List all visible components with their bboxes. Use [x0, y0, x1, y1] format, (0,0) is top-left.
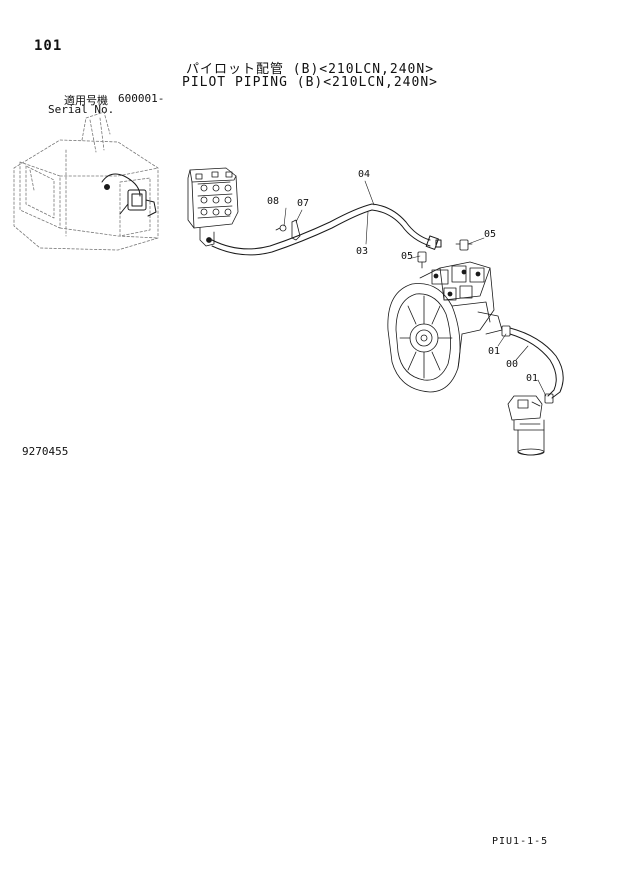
- pilot-hose-00: [509, 327, 564, 399]
- title-japanese: パイロット配管 (B)<210LCN,240N>: [185, 62, 435, 77]
- serial-value: 600001-: [118, 92, 165, 105]
- callout-08: 08: [267, 196, 280, 207]
- excavator-overview-illustration: [13, 111, 159, 251]
- clamp-07: [291, 219, 301, 241]
- callout-05-lower: 05: [401, 251, 414, 262]
- fitting-05-lower: [417, 251, 427, 269]
- fitting-05-upper: [455, 239, 473, 251]
- callout-07: 07: [297, 198, 310, 209]
- pilot-valve-block: [187, 167, 239, 247]
- title-english: PILOT PIPING (B)<210LCN,240N>: [182, 75, 438, 90]
- control-valve-detail: [101, 173, 157, 217]
- pilot-filter: [507, 395, 545, 456]
- drawing-number: 9270455: [22, 445, 69, 458]
- callout-04: 04: [358, 169, 371, 180]
- callout-03: 03: [356, 246, 369, 257]
- pilot-hose-03-04: [211, 203, 442, 256]
- serial-label-japanese: 適用号機: [64, 94, 108, 107]
- fitting-08: [275, 224, 287, 232]
- hydraulic-pump: [387, 261, 503, 393]
- fitting-01-lower: [544, 393, 554, 404]
- callout-01-upper: 01: [488, 346, 501, 357]
- callout-00: 00: [506, 359, 519, 370]
- callout-05-upper: 05: [484, 229, 497, 240]
- page-code: PIU1-1-5: [492, 836, 549, 847]
- callout-leaders: [283, 180, 547, 397]
- page-number: 101: [34, 38, 63, 54]
- fitting-01-upper: [501, 325, 511, 337]
- callout-01-lower: 01: [526, 373, 539, 384]
- serial-label-english: Serial No.: [48, 103, 115, 116]
